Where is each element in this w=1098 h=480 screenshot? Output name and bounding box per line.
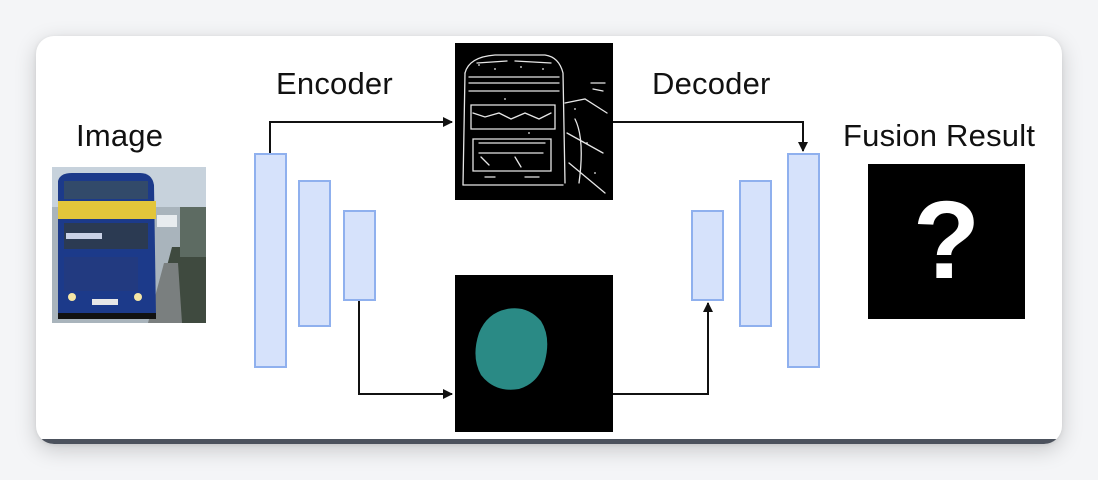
segmentation-map-panel xyxy=(455,275,613,432)
encoder-block-1 xyxy=(254,153,287,368)
card-bottom-bar xyxy=(36,439,1062,444)
image-label: Image xyxy=(76,118,164,153)
decoder-block-2 xyxy=(739,180,772,327)
input-image xyxy=(52,167,206,323)
encoder-block-3 xyxy=(343,210,376,301)
edge-map-panel xyxy=(455,43,613,200)
fusion-result-label: Fusion Result xyxy=(843,118,1036,153)
decoder-block-1 xyxy=(787,153,820,368)
question-mark-icon: ? xyxy=(912,179,981,302)
encoder-label: Encoder xyxy=(276,66,393,101)
decoder-block-3 xyxy=(691,210,724,301)
edge-map-image xyxy=(462,54,608,194)
encoder-block-2 xyxy=(298,180,331,327)
decoder-label: Decoder xyxy=(652,66,771,101)
fusion-result-panel: ? xyxy=(868,164,1025,319)
segmentation-blob xyxy=(475,308,548,390)
